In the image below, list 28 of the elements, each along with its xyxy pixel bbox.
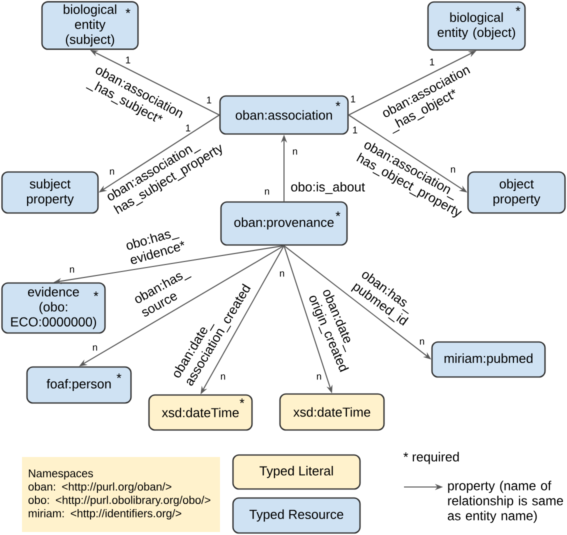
required-mark: *	[126, 8, 130, 14]
cardinality-label: 1	[126, 56, 130, 64]
cardinality-label: n	[280, 271, 284, 277]
cardinality-label: n	[292, 149, 298, 155]
legend-box: Typed Literal	[232, 454, 361, 490]
cardinality-label: n	[420, 339, 424, 345]
required-mark: *	[240, 398, 244, 404]
entity-box: miriam:pubmed	[431, 341, 546, 378]
legend-text: property (name of relationship is same as entity name)	[448, 480, 563, 523]
namespace-note: Namespaces oban: <http://purl.org/oban/> obo: <http://purl.obolibrary.org/obo/> miriam: <http://identifiers.org/>	[22, 457, 220, 532]
cardinality-label: n	[70, 267, 74, 273]
entity-box: xsd:dateTime	[279, 393, 385, 431]
required-mark: *	[116, 374, 122, 378]
required-note: * required	[403, 452, 459, 464]
required-mark: *	[94, 292, 98, 296]
required-mark: *	[516, 6, 520, 12]
entity-box: object property	[467, 171, 566, 214]
cardinality-label: 1	[207, 96, 212, 104]
cardinality-label: 1	[353, 126, 358, 134]
cardinality-label: n	[316, 374, 322, 380]
legend-box: Typed Resource	[232, 497, 361, 534]
cardinality-label: 1	[351, 96, 356, 102]
required-mark: *	[336, 212, 340, 216]
cardinality-label: 1	[430, 58, 434, 66]
required-mark: *	[336, 102, 340, 106]
cardinality-label: n	[92, 345, 98, 351]
entity-box: subject property	[1, 171, 99, 214]
cardinality-label: 1	[186, 124, 190, 132]
